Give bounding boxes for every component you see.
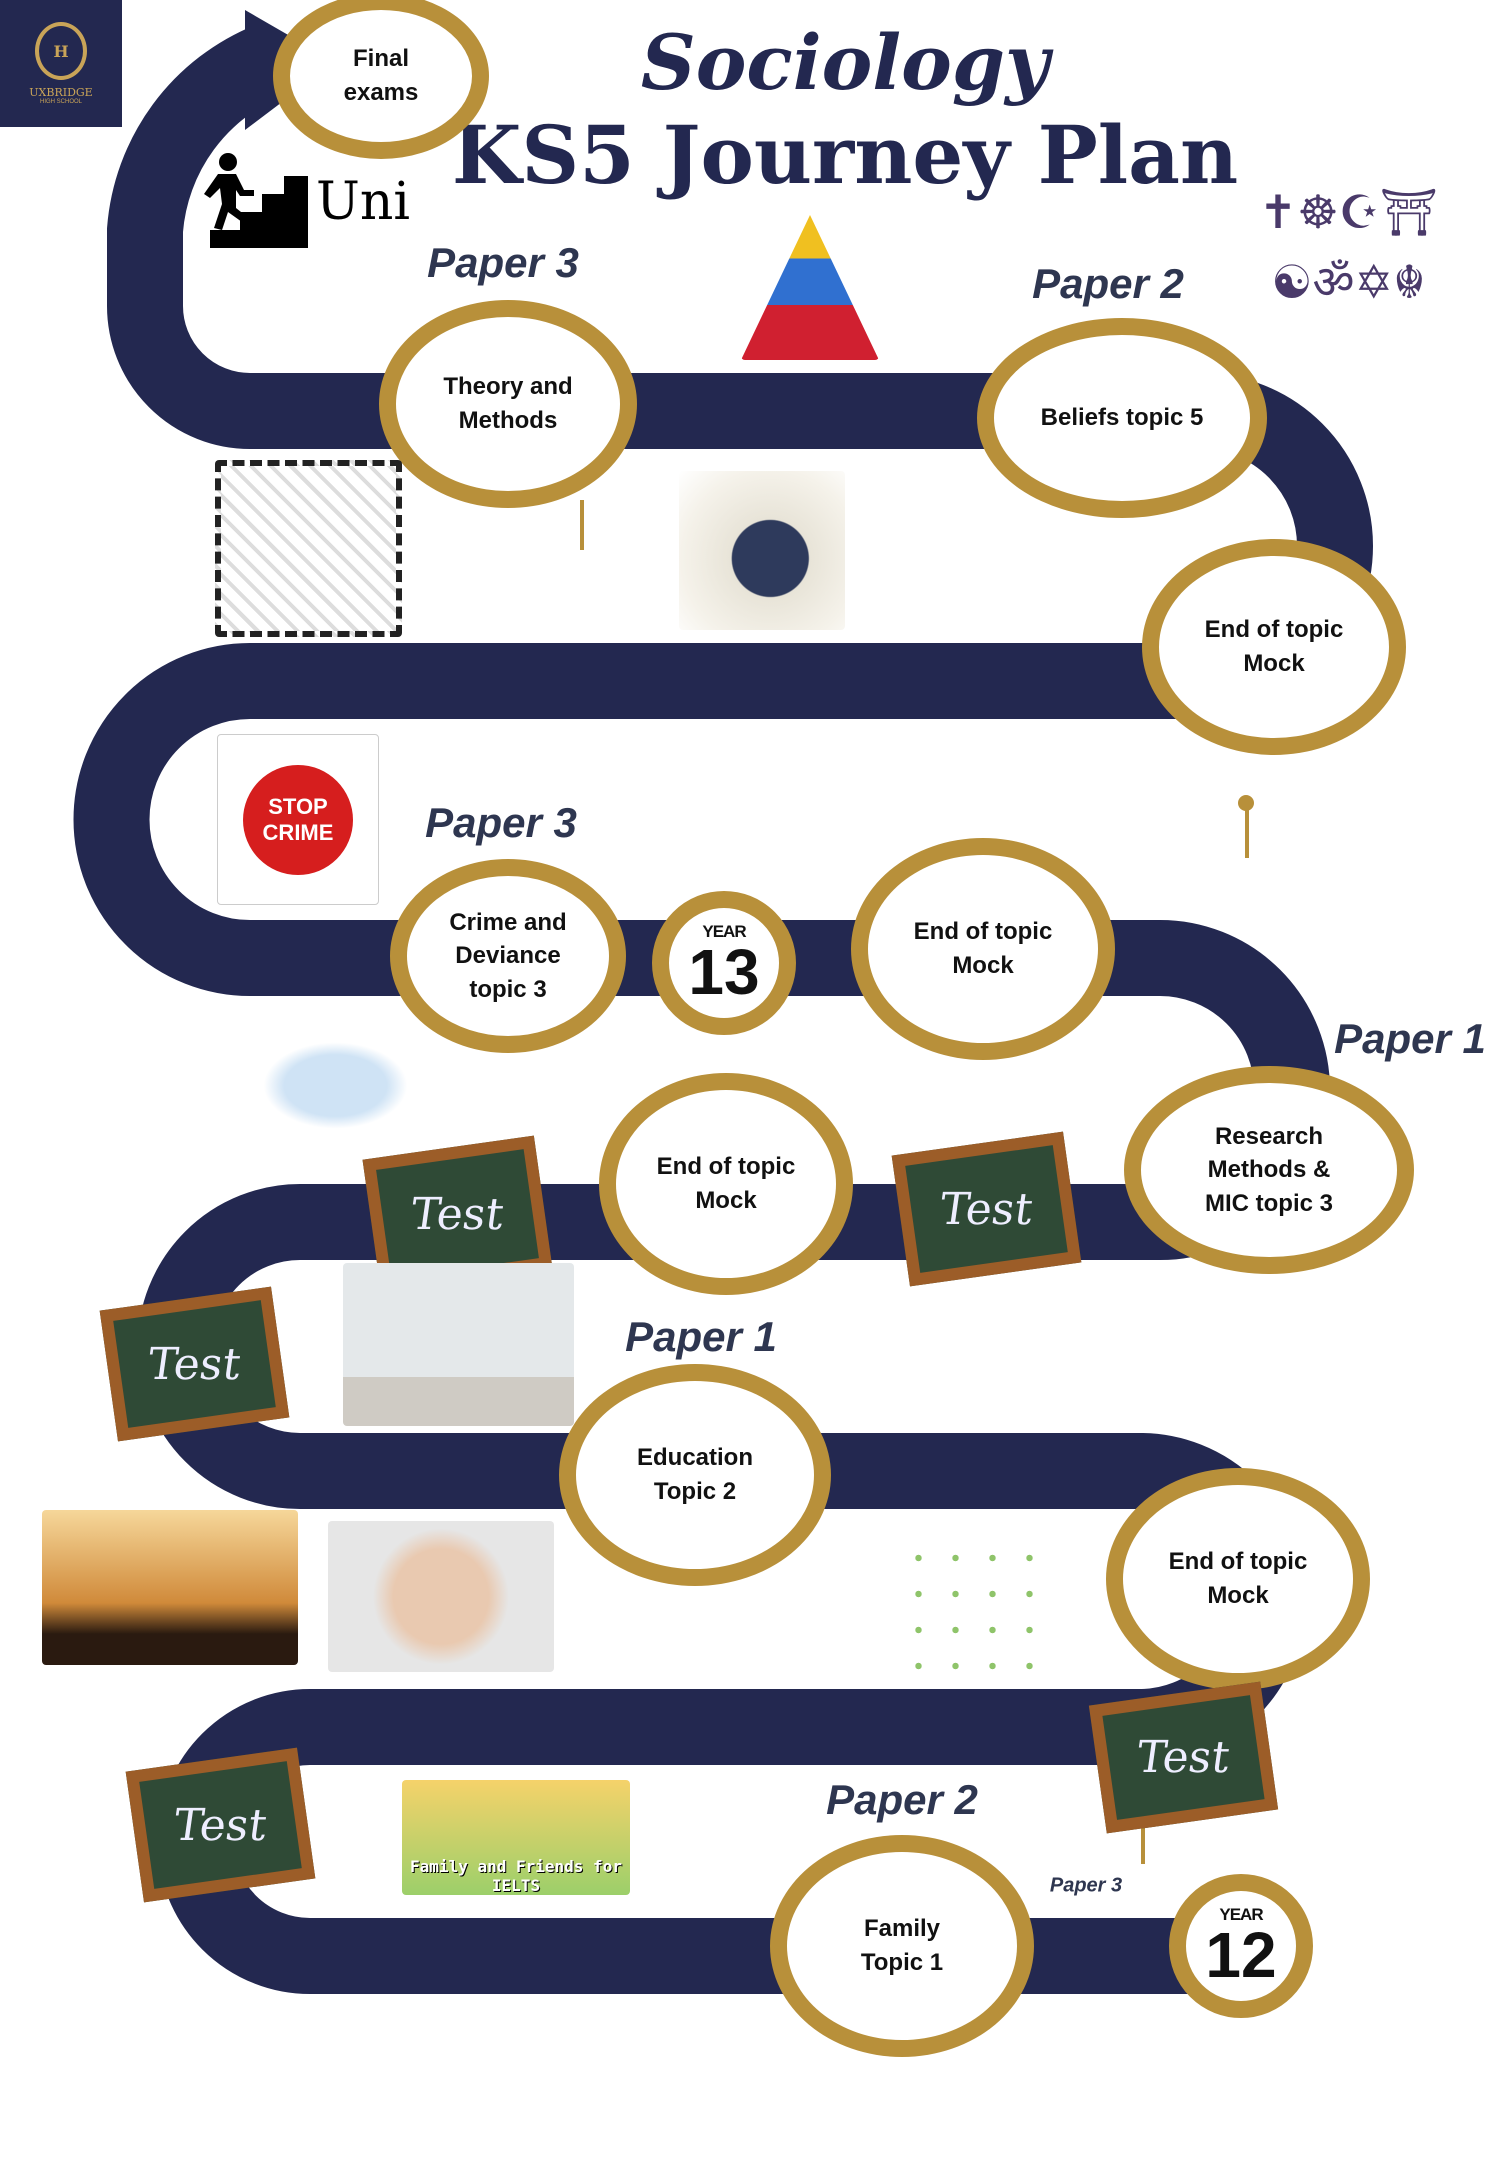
year-13-badge: YEAR 13 xyxy=(652,891,796,1035)
year-number: 13 xyxy=(688,935,760,1008)
connector-line xyxy=(1245,800,1249,858)
uni-label: Uni xyxy=(316,172,410,232)
paper-label: Paper 3 xyxy=(425,799,577,846)
stop-final-exams[interactable]: Final exams xyxy=(273,0,489,159)
paper-label: Paper 1 xyxy=(625,1313,777,1360)
paper-label: Paper 2 xyxy=(826,1776,978,1823)
connector-line xyxy=(1141,1820,1145,1864)
logo-subtext: HIGH SCHOOL xyxy=(39,99,82,105)
school-logo: H UXBRIDGE HIGH SCHOOL xyxy=(0,0,122,127)
year-12-badge: YEAR 12 xyxy=(1169,1874,1313,2018)
test-text: Test xyxy=(936,1183,1037,1235)
stop-mock-1[interactable]: End of topic Mock xyxy=(1142,539,1406,755)
stop-beliefs[interactable]: Beliefs topic 5 xyxy=(977,318,1267,518)
stop-crime-text: STOP CRIME xyxy=(243,764,353,875)
family-sunset-image xyxy=(42,1510,298,1665)
test-text: Test xyxy=(144,1338,245,1390)
connector-dot xyxy=(1238,795,1254,811)
climbing-stairs-icon xyxy=(204,153,308,248)
test-chalkboard: Test xyxy=(125,1747,316,1903)
paper-label-small: Paper 3 xyxy=(1049,1874,1123,1897)
stop-research-methods[interactable]: Research Methods & MIC topic 3 xyxy=(1124,1066,1414,1274)
paper-label: Paper 3 xyxy=(427,239,579,286)
education-icon-image xyxy=(263,1042,408,1129)
stop-crime-image: STOP CRIME xyxy=(217,734,379,905)
test-text: Test xyxy=(1133,1732,1234,1784)
family-friends-text: Family and Friends for IELTS xyxy=(410,1857,622,1895)
detective-image xyxy=(679,471,845,630)
test-text: Test xyxy=(407,1188,508,1240)
paper-label: Paper 2 xyxy=(1032,260,1184,307)
family-tree-image xyxy=(900,1540,1048,1683)
paper-family-hands-image xyxy=(328,1521,554,1672)
test-chalkboard: Test xyxy=(891,1131,1082,1287)
page-subtitle: KS5 Journey Plan xyxy=(451,108,1239,202)
books-apple-image xyxy=(343,1263,574,1426)
stop-mock-4[interactable]: End of topic Mock xyxy=(1106,1468,1370,1690)
test-chalkboard: Test xyxy=(1088,1681,1279,1834)
connector-line xyxy=(580,500,584,550)
stop-mock-3[interactable]: End of topic Mock xyxy=(599,1073,853,1295)
test-chalkboard: Test xyxy=(99,1286,290,1442)
religion-symbols-image: ✝☸☪⛩☯ॐ✡☬ xyxy=(1258,186,1439,308)
logo-text: UXBRIDGE xyxy=(29,86,93,99)
year-number: 12 xyxy=(1205,1918,1277,1991)
stop-family[interactable]: Family Topic 1 xyxy=(770,1835,1034,2057)
stop-education[interactable]: Education Topic 2 xyxy=(559,1364,831,1586)
stop-mock-2[interactable]: End of topic Mock xyxy=(851,838,1115,1060)
crime-scene-icons-image xyxy=(215,460,402,637)
year-label: YEAR xyxy=(1219,1904,1263,1924)
test-text: Test xyxy=(170,1799,271,1851)
page-title: Sociology xyxy=(640,18,1050,107)
stop-theory-methods[interactable]: Theory and Methods xyxy=(379,300,637,508)
year-label: YEAR xyxy=(702,921,746,941)
family-friends-image: Family and Friends for IELTS xyxy=(402,1780,630,1895)
paper-label: Paper 1 xyxy=(1334,1015,1486,1062)
stop-crime-deviance[interactable]: Crime and Deviance topic 3 xyxy=(390,859,626,1053)
